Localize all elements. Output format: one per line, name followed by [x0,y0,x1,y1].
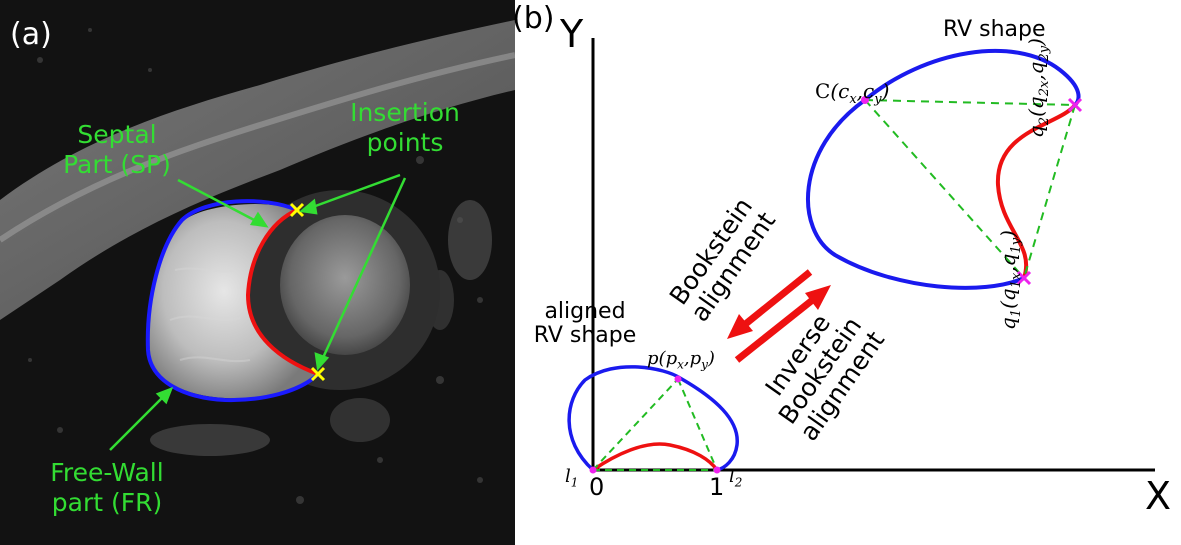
rv-shape-label: RV shape [943,17,1046,42]
point-q1 [1016,270,1032,286]
point-l2 [713,466,721,474]
septal-part-label: Septal Part (SP) [63,120,171,179]
aligned-rv-shape-label: aligned RV shape [533,299,637,348]
tick-0: 0 [589,473,605,501]
point-p [674,375,682,383]
panel-a-tag: (a) [10,17,52,52]
diagram-svg [567,38,1155,474]
free-wall-arrow [109,394,166,451]
mri-image [0,0,515,545]
tick-1: 1 [709,473,725,501]
y-axis-label: Y [560,12,584,56]
mri-panel: (a) Septal Part (SP) Insertion points Fr… [0,0,515,545]
insertion-marker-top [289,202,305,218]
inverse-bookstein-arrow [734,285,831,363]
x-axis-label: X [1145,474,1172,518]
point-q1-label: q1(q1x,q1y) [996,230,1024,330]
septal-arrow [177,178,259,224]
aligned-triangle [592,378,718,471]
point-l1 [589,466,597,474]
rv-shape-septum [995,103,1077,279]
point-q2-label: q2(q2x,q2y) [1024,38,1052,138]
bookstein-arrow [727,269,813,339]
rv-shape-outline [806,48,1081,290]
free-wall-contour [145,199,320,403]
point-p-label: p(px,py) [647,348,715,372]
aligned-shape-septum [592,442,719,472]
point-c-label: C(cx,cy) [815,79,890,107]
rv-triangle [864,99,1076,279]
free-wall-label: Free-Wall part (FR) [50,458,164,517]
panel-b-tag: (b) [512,1,555,36]
insertion-points-label: Insertion points [350,98,460,157]
insertion-arrow-top [309,173,401,210]
point-l2-label: l2 [729,466,743,490]
aligned-shape-outline [567,365,739,472]
insertion-arrow-bottom [320,177,407,361]
point-q2 [1067,97,1083,113]
point-c [861,96,869,104]
insertion-marker-bottom [310,366,326,382]
diagram-panel: (b) Y X RV shape C(cx,cy) q2(q2x,q2y) q1… [512,0,1181,545]
point-l1-label: l1 [565,466,579,490]
septum-contour [245,208,319,376]
